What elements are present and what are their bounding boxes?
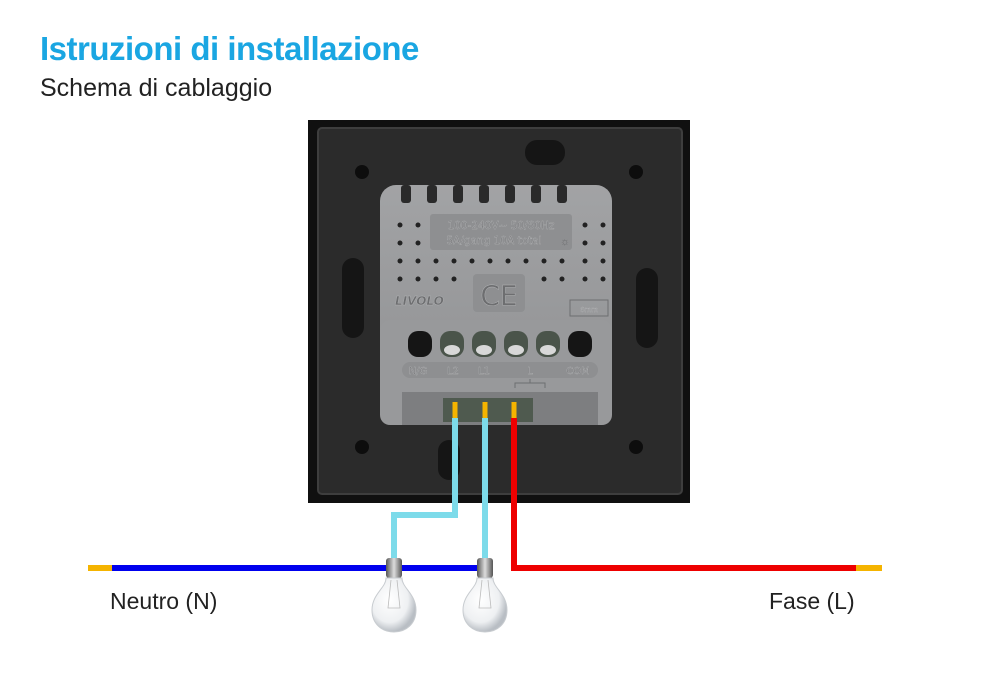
vent-hole bbox=[600, 240, 606, 246]
brand-logo: LIVOLO bbox=[395, 294, 444, 308]
vent-slot bbox=[427, 185, 437, 203]
vent-hole bbox=[559, 258, 565, 264]
page-subtitle: Schema di cablaggio bbox=[40, 74, 273, 102]
vent-hole bbox=[433, 258, 439, 264]
terminal-ng: N/G bbox=[409, 366, 428, 377]
neutral-label: Neutro (N) bbox=[110, 588, 218, 614]
vent-hole bbox=[415, 222, 421, 228]
vent-hole bbox=[600, 222, 606, 228]
switch-module: 100-240V~ 50/60Hz 5A/gang 10A total ☼ CE… bbox=[380, 185, 612, 425]
vent-hole bbox=[487, 258, 493, 264]
vent-slot bbox=[505, 185, 515, 203]
phase-wire bbox=[511, 402, 882, 571]
terminal-hole bbox=[408, 331, 432, 357]
vent-hole bbox=[415, 240, 421, 246]
vent-hole bbox=[397, 258, 403, 264]
vent-slot bbox=[531, 185, 541, 203]
light-icon: ☼ bbox=[560, 236, 570, 248]
vent-hole bbox=[541, 276, 547, 282]
vent-hole bbox=[415, 258, 421, 264]
vent-hole bbox=[582, 222, 588, 228]
vent-hole bbox=[523, 258, 529, 264]
phase-label: Fase (L) bbox=[769, 588, 855, 614]
vent-hole bbox=[582, 276, 588, 282]
vent-hole bbox=[559, 276, 565, 282]
vent-hole bbox=[582, 240, 588, 246]
terminal-com: COM bbox=[566, 366, 589, 377]
vent-hole bbox=[397, 222, 403, 228]
vent-slot bbox=[557, 185, 567, 203]
terminal-l1: L1 bbox=[478, 366, 490, 377]
vent-slot bbox=[479, 185, 489, 203]
vent-hole bbox=[541, 258, 547, 264]
vent-hole bbox=[600, 258, 606, 264]
light-bulb-icon bbox=[371, 558, 417, 633]
light-bulb-icon bbox=[462, 558, 508, 633]
vent-hole bbox=[397, 276, 403, 282]
ce-mark: CE bbox=[480, 279, 517, 312]
vent-hole bbox=[451, 276, 457, 282]
vent-hole bbox=[469, 258, 475, 264]
vent-slot bbox=[453, 185, 463, 203]
terminal-l2: L2 bbox=[447, 366, 459, 377]
vent-slot bbox=[401, 185, 411, 203]
strip-length: 6mm bbox=[580, 306, 598, 314]
vent-hole bbox=[397, 240, 403, 246]
vent-hole bbox=[451, 258, 457, 264]
rating-line-2: 5A/gang 10A total bbox=[446, 235, 541, 247]
vent-hole bbox=[505, 258, 511, 264]
load-wire-l2 bbox=[391, 402, 458, 560]
vent-hole bbox=[582, 258, 588, 264]
vent-hole bbox=[415, 276, 421, 282]
rating-line-1: 100-240V~ 50/60Hz bbox=[448, 220, 555, 232]
terminal-hole bbox=[568, 331, 592, 357]
terminal-l: L bbox=[527, 366, 533, 377]
vent-hole bbox=[600, 276, 606, 282]
page-title: Istruzioni di installazione bbox=[40, 30, 419, 67]
vent-hole bbox=[433, 276, 439, 282]
